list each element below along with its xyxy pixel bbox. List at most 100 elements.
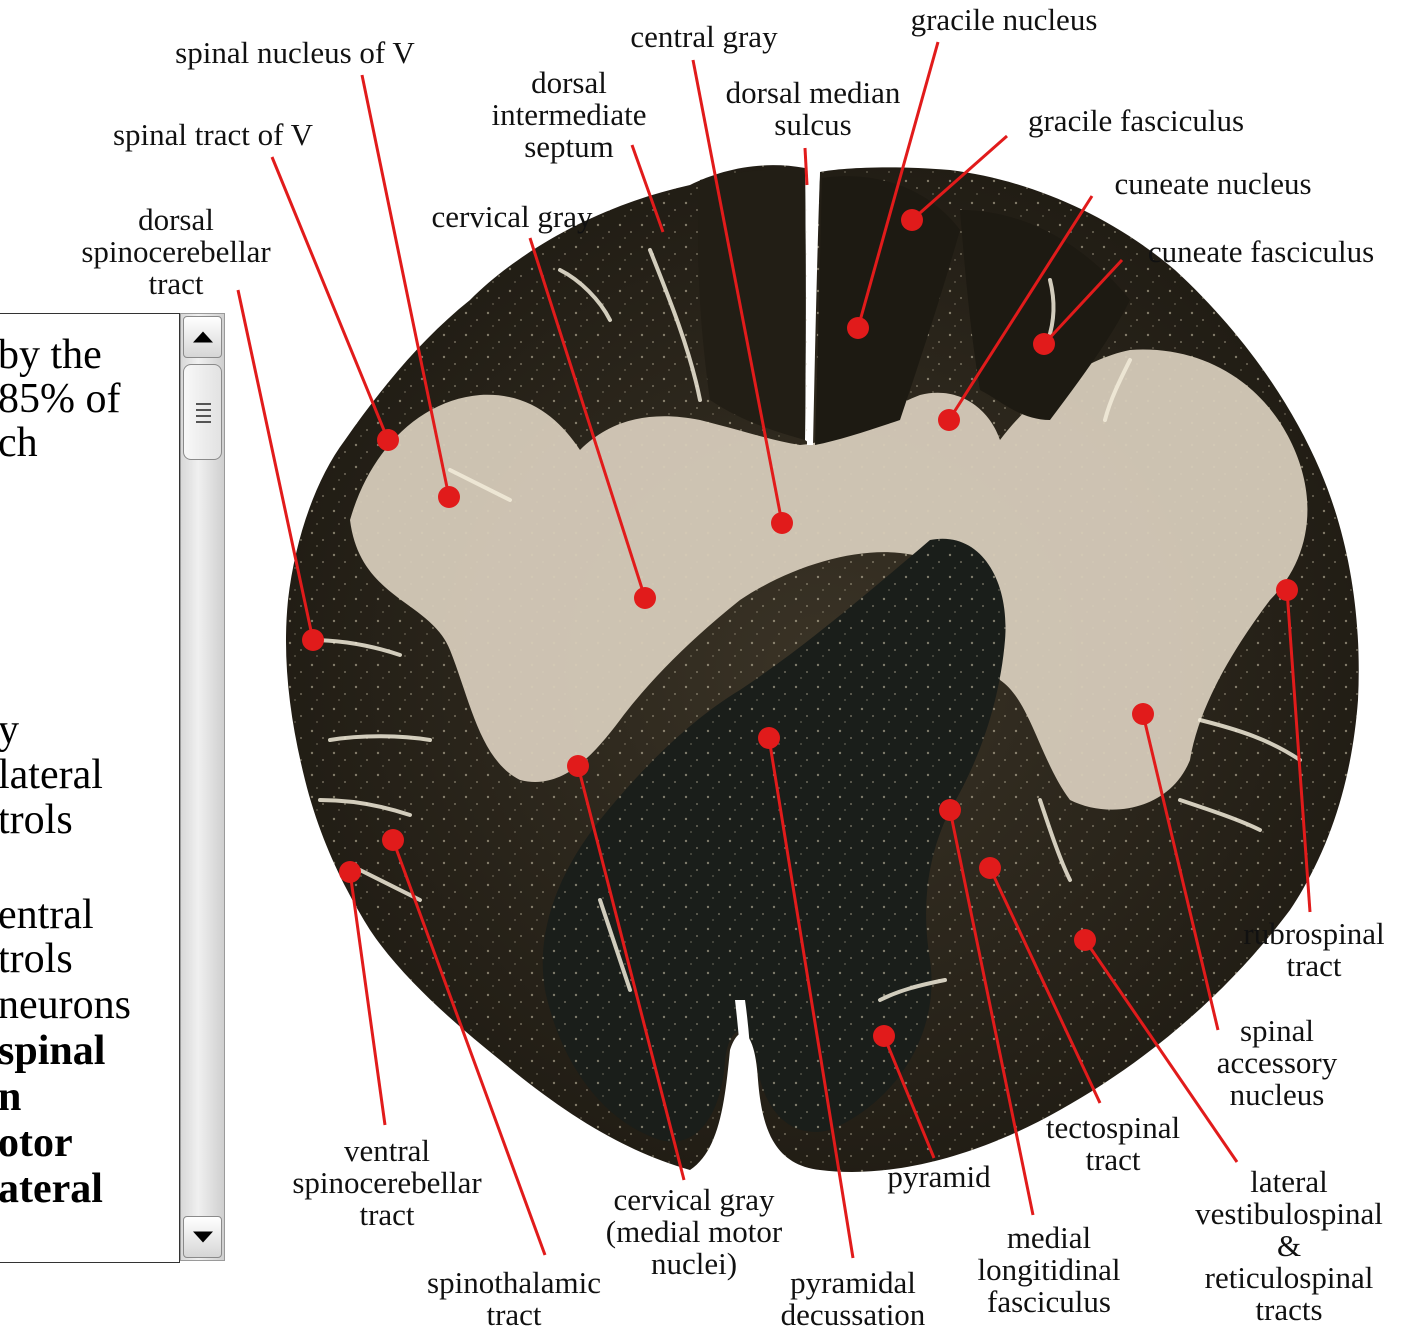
- grip-lines-icon: [196, 409, 211, 411]
- marker-lateral-vestibulospinal: [1074, 929, 1096, 951]
- label-cervical-gray: cervical gray: [432, 199, 593, 234]
- panel-text-line: lateral: [0, 752, 103, 798]
- pyramid-texture: [542, 538, 1006, 1142]
- marker-spinal-accessory: [1132, 703, 1154, 725]
- pointer-line-medial-longitudinal: [948, 809, 1035, 1216]
- label-line: spinocerebellar: [81, 234, 271, 269]
- label-line: tract: [1085, 1142, 1140, 1177]
- label-line: intermediate: [492, 97, 647, 132]
- label-line: spinal tract of V: [113, 117, 314, 152]
- label-line: accessory: [1217, 1045, 1338, 1080]
- grip-lines-icon: [196, 421, 211, 423]
- label-spinal-nucleus-v: spinal nucleus of V: [175, 35, 415, 70]
- panel-text-line: n: [0, 1074, 22, 1120]
- gracile-fasciculus-region: [815, 176, 960, 445]
- pointer-line-dorsal-spinocerebellar: [236, 289, 315, 641]
- label-line: cervical gray: [432, 199, 593, 234]
- pointer-line-ventral-spinocerebellar: [348, 871, 387, 1126]
- gray-matter-texture: [350, 349, 1308, 810]
- label-line: rubrospinal: [1243, 916, 1384, 951]
- panel-text-line: trols: [0, 936, 73, 982]
- label-line: medial: [1007, 1220, 1091, 1255]
- label-line: reticulospinal: [1205, 1260, 1374, 1295]
- label-line: gracile fasciculus: [1028, 103, 1244, 138]
- panel-text-line: neurons: [0, 982, 131, 1028]
- label-line: vestibulospinal: [1195, 1196, 1383, 1231]
- panel-text-line: by the: [0, 332, 102, 378]
- label-line: tract: [148, 266, 203, 301]
- pointer-line-lateral-vestibulospinal: [1083, 939, 1239, 1163]
- scroll-up-button[interactable]: [183, 316, 222, 358]
- label-line: pyramidal: [790, 1265, 916, 1300]
- pointer-line-rubrospinal: [1285, 589, 1312, 913]
- pointer-line-dorsal-median-sulcus: [803, 147, 809, 186]
- label-line: central gray: [630, 19, 778, 54]
- marker-spinal-nucleus-v: [438, 486, 460, 508]
- pointer-line-pyramidal-decussation: [767, 737, 855, 1259]
- panel-text-line: y: [0, 707, 19, 753]
- marker-ventral-spinocerebellar: [339, 861, 361, 883]
- panel-text-line: ateral: [0, 1166, 103, 1212]
- label-line: tract: [1286, 948, 1341, 983]
- marker-cuneate-nucleus: [938, 409, 960, 431]
- marker-gracile-fasciculus: [901, 209, 923, 231]
- label-line: cuneate fasciculus: [1148, 234, 1374, 269]
- label-gracile-nucleus: gracile nucleus: [911, 2, 1098, 37]
- label-line: spinal nucleus of V: [175, 35, 415, 70]
- scroll-down-button[interactable]: [183, 1216, 222, 1258]
- label-line: &: [1277, 1228, 1301, 1263]
- marker-rubrospinal: [1276, 579, 1298, 601]
- label-line: dorsal median: [726, 75, 901, 110]
- pointer-line-spinal-tract-v: [270, 156, 390, 441]
- label-gracile-fasciculus: gracile fasciculus: [1028, 103, 1244, 138]
- dorsal-median-sulcus-gap: [806, 168, 820, 445]
- dorsal-left-region: [698, 169, 806, 441]
- label-line: dorsal: [531, 65, 607, 100]
- label-line: pyramid: [887, 1159, 991, 1194]
- pointer-line-spinal-nucleus-v: [360, 74, 451, 498]
- vertical-scrollbar[interactable]: [180, 313, 225, 1261]
- pointer-line-cervical-gray: [528, 237, 647, 599]
- label-cuneate-nucleus: cuneate nucleus: [1114, 166, 1311, 201]
- label-line: ventral: [344, 1133, 430, 1168]
- marker-cuneate-fasciculus: [1033, 333, 1055, 355]
- label-line: dorsal: [138, 202, 214, 237]
- panel-text-line: ch: [0, 420, 38, 466]
- scrollbar-thumb[interactable]: [183, 364, 222, 460]
- panel-text-line: entral: [0, 892, 94, 938]
- marker-dorsal-spinocerebellar: [302, 629, 324, 651]
- label-line: tract: [486, 1297, 541, 1332]
- label-line: sulcus: [774, 107, 852, 142]
- grip-lines-icon: [196, 403, 211, 405]
- label-line: nucleus: [1230, 1077, 1325, 1112]
- marker-medial-longitudinal: [939, 799, 961, 821]
- panel-text-line: spinal: [0, 1028, 106, 1074]
- pointer-line-spinothalamic: [391, 839, 547, 1256]
- label-line: spinocerebellar: [292, 1165, 482, 1200]
- pointer-line-cuneate-fasciculus: [1042, 258, 1124, 346]
- label-line: tracts: [1255, 1292, 1322, 1327]
- label-line: tract: [359, 1197, 414, 1232]
- label-central-gray: central gray: [630, 19, 778, 54]
- label-line: septum: [524, 129, 614, 164]
- label-line: decussation: [781, 1297, 926, 1332]
- pointer-line-gracile-nucleus: [856, 41, 940, 329]
- label-pyramid: pyramid: [887, 1159, 991, 1194]
- ventral-median-fissure: [735, 1000, 753, 1175]
- label-line: (medial motor: [606, 1214, 783, 1249]
- pointer-line-gracile-fasciculus: [911, 134, 1008, 222]
- pointer-line-pyramid: [882, 1035, 936, 1159]
- marker-dots: [302, 209, 1298, 1047]
- marker-pyramid: [873, 1025, 895, 1047]
- marker-tectospinal: [979, 857, 1001, 879]
